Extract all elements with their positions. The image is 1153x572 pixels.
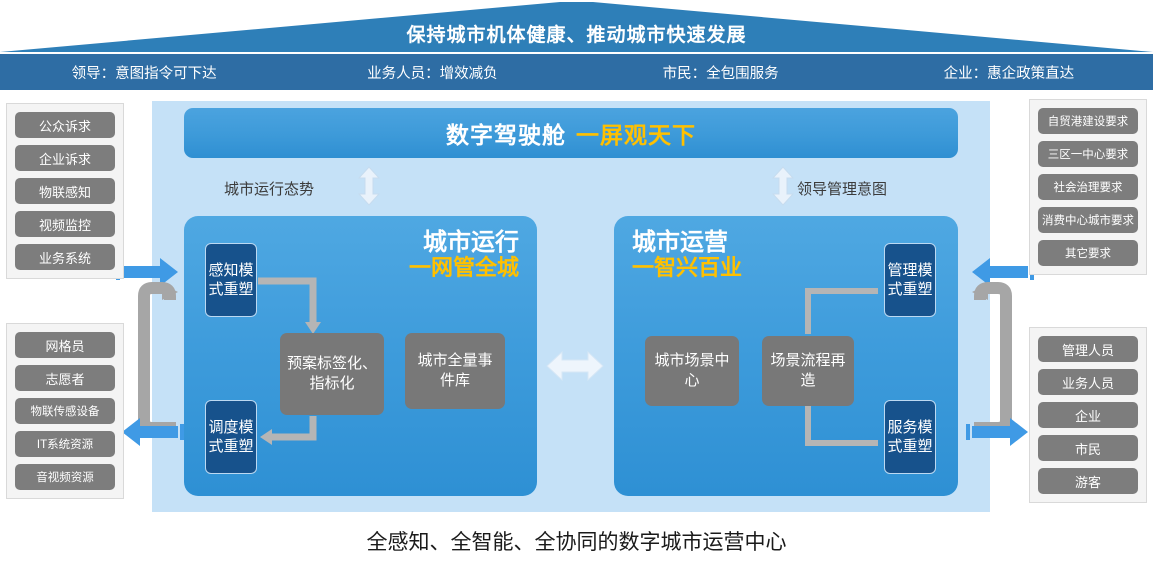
chip-volunteer[interactable]: 志愿者 bbox=[15, 365, 115, 391]
stack-right-bottom: 管理人员 业务人员 企业 市民 游客 bbox=[1029, 327, 1147, 503]
panel-right-heading: 城市运营 一智兴百业 bbox=[632, 230, 742, 280]
stack-right-top: 自贸港建设要求 三区一中心要求 社会治理要求 消费中心城市要求 其它要求 bbox=[1029, 99, 1147, 275]
flow-label-leader-intent: 领导管理意图 bbox=[797, 181, 888, 198]
mode-box-manage[interactable]: 管理模式重塑 bbox=[884, 243, 936, 317]
chip-tourist[interactable]: 游客 bbox=[1038, 468, 1138, 494]
audience-item-staff: 业务人员：增效减负 bbox=[367, 65, 498, 82]
audience-item-citizen: 市民：全包围服务 bbox=[662, 65, 779, 82]
panel-right-subtitle: 一智兴百业 bbox=[632, 254, 743, 280]
chip-other-requirement[interactable]: 其它要求 bbox=[1038, 240, 1138, 266]
panel-left-subtitle: 一网管全城 bbox=[408, 254, 519, 280]
panel-left-heading: 城市运行 一网管全城 bbox=[409, 230, 519, 280]
vertical-double-arrow-left-icon bbox=[358, 166, 380, 206]
cockpit-banner[interactable]: 数字驾驶舱 一屏观天下 bbox=[184, 108, 958, 158]
mode-box-dispatch[interactable]: 调度模式重塑 bbox=[205, 400, 257, 474]
chip-consumption-center-city-requirement[interactable]: 消费中心城市要求 bbox=[1038, 207, 1138, 233]
mode-box-service[interactable]: 服务模式重塑 bbox=[884, 400, 936, 474]
chip-business-personnel[interactable]: 业务人员 bbox=[1038, 369, 1138, 395]
audience-item-leader: 领导：意图指令可下达 bbox=[71, 65, 217, 82]
chip-free-trade-port-requirement[interactable]: 自贸港建设要求 bbox=[1038, 108, 1138, 134]
chip-social-governance-requirement[interactable]: 社会治理要求 bbox=[1038, 174, 1138, 200]
audience-bar: 领导：意图指令可下达 业务人员：增效减负 市民：全包围服务 企业：惠企政策直达 bbox=[0, 54, 1153, 90]
mode-box-sense[interactable]: 感知模式重塑 bbox=[205, 243, 257, 317]
box-plan-tagging[interactable]: 预案标签化、指标化 bbox=[280, 333, 384, 415]
vertical-double-arrow-right-icon bbox=[772, 166, 794, 206]
chip-enterprise-appeal[interactable]: 企业诉求 bbox=[15, 145, 115, 171]
chip-enterprise[interactable]: 企业 bbox=[1038, 402, 1138, 428]
bottom-caption: 全感知、全智能、全协同的数字城市运营中心 bbox=[366, 531, 787, 554]
audience-item-enterprise: 企业：惠企政策直达 bbox=[943, 65, 1075, 82]
chip-video-monitoring[interactable]: 视频监控 bbox=[15, 211, 115, 237]
flow-label-city-status: 城市运行态势 bbox=[224, 181, 315, 198]
chip-business-system[interactable]: 业务系统 bbox=[15, 244, 115, 270]
stack-left-bottom: 网格员 志愿者 物联传感设备 IT系统资源 音视频资源 bbox=[6, 323, 124, 499]
roof-shape bbox=[0, 2, 1153, 52]
cockpit-subtitle: 一屏观天下 bbox=[576, 122, 696, 148]
panel-left-title: 城市运行 bbox=[423, 229, 519, 256]
box-city-event-library[interactable]: 城市全量事件库 bbox=[405, 333, 505, 409]
chip-three-zones-one-center-requirement[interactable]: 三区一中心要求 bbox=[1038, 141, 1138, 167]
roof-title: 保持城市机体健康、推动城市快速发展 bbox=[406, 25, 747, 46]
chip-iot-sensor-device[interactable]: 物联传感设备 bbox=[15, 398, 115, 424]
stack-left-top: 公众诉求 企业诉求 物联感知 视频监控 业务系统 bbox=[6, 103, 124, 279]
chip-management-personnel[interactable]: 管理人员 bbox=[1038, 336, 1138, 362]
chip-av-resource[interactable]: 音视频资源 bbox=[15, 464, 115, 490]
panel-right-title: 城市运营 bbox=[632, 229, 728, 256]
chip-it-system-resource[interactable]: IT系统资源 bbox=[15, 431, 115, 457]
chip-public-appeal[interactable]: 公众诉求 bbox=[15, 112, 115, 138]
cockpit-title: 数字驾驶舱 bbox=[446, 122, 566, 148]
roof-banner: 保持城市机体健康、推动城市快速发展 bbox=[0, 0, 1153, 52]
box-scene-process-reengineering[interactable]: 场景流程再造 bbox=[762, 336, 854, 406]
chip-iot-sensing[interactable]: 物联感知 bbox=[15, 178, 115, 204]
chip-grid-worker[interactable]: 网格员 bbox=[15, 332, 115, 358]
box-city-scene-center[interactable]: 城市场景中心 bbox=[645, 336, 739, 406]
chip-citizen[interactable]: 市民 bbox=[1038, 435, 1138, 461]
